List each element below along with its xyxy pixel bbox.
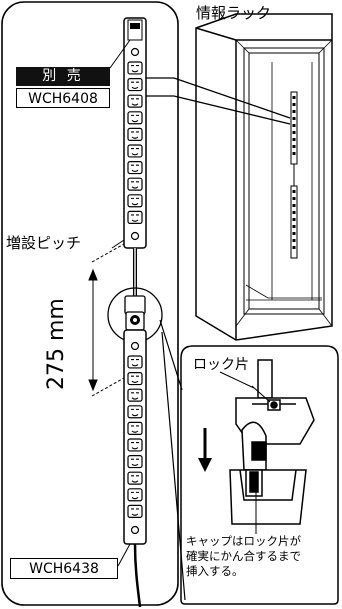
sold-separately-tag: 別 売 (16, 67, 110, 86)
outlet-socket (127, 421, 143, 435)
upper-outlets (127, 61, 143, 224)
outlet-socket (127, 504, 143, 518)
outlet-socket (127, 194, 143, 208)
outlet-socket (127, 388, 143, 402)
lower-outlets (127, 355, 143, 518)
outlet-socket (127, 111, 143, 125)
rack-label: 情報ラック (196, 4, 272, 22)
outlet-socket (127, 372, 143, 386)
note-line-3: 挿入する。 (186, 564, 244, 578)
outlet-socket (127, 488, 143, 502)
outlet-socket (127, 471, 143, 485)
outlet-socket (127, 161, 143, 175)
detail-illustration (229, 359, 315, 534)
lock-piece-label: ロック片 (193, 357, 249, 373)
rack-illustration (195, 13, 333, 341)
outlet-socket (127, 61, 143, 75)
outlet-socket (127, 94, 143, 108)
insert-direction-arrow (198, 428, 212, 472)
outlet-socket (127, 77, 143, 92)
outlet-socket (127, 355, 143, 369)
model-number-lower: WCH6438 (10, 558, 118, 579)
outlet-socket (127, 177, 143, 191)
installation-note: キャップはロック片が 確実にかん合するまで 挿入する。 (186, 534, 336, 579)
note-line-2: 確実にかん合するまで (186, 549, 301, 563)
outlet-socket (127, 438, 143, 452)
outlet-socket (127, 455, 143, 469)
outlet-socket (127, 405, 143, 419)
pitch-dimension (88, 243, 125, 397)
outlet-socket (127, 210, 143, 224)
power-cord (133, 543, 142, 608)
left-panel-frame (1, 1, 179, 606)
note-line-1: キャップはロック片が (186, 534, 301, 548)
pitch-label: 増設ピッチ (6, 234, 82, 252)
outlet-socket (127, 144, 143, 158)
model-number-upper: WCH6408 (16, 88, 110, 108)
outlet-socket (127, 127, 143, 141)
joint-connector (124, 295, 146, 331)
pitch-value: 275 mm (44, 298, 69, 390)
rack-mounted-strips (290, 91, 298, 259)
